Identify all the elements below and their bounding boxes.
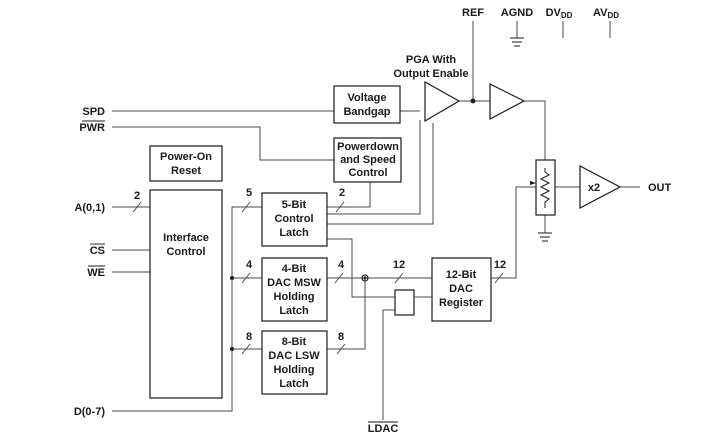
lsw-latch-label-2: DAC LSW — [268, 350, 320, 362]
powerdown-label-2: and Speed — [340, 154, 396, 166]
lsw-latch-label-3: Holding — [274, 364, 315, 376]
x2-amplifier-label: x2 — [588, 182, 600, 194]
lsw-latch-label-1: 8-Bit — [282, 336, 307, 348]
pin-ldac: LDAC — [368, 423, 399, 435]
bus-width-to-control: 5 — [246, 187, 252, 199]
lsw-latch-label-4: Latch — [279, 378, 309, 390]
bus-width-to-msw: 4 — [246, 259, 253, 271]
ldac-wire — [382, 309, 395, 420]
dac-register-label-3: Register — [439, 297, 484, 309]
a01-bus-slash — [132, 201, 142, 213]
ldac-latch-block — [394, 289, 415, 316]
lsw-out-bus — [327, 278, 366, 350]
buffer-out — [524, 100, 546, 160]
dac-register-block — [431, 257, 492, 322]
pin-d07: D(0-7) — [74, 406, 106, 418]
bus-width-dac-in: 12 — [393, 259, 405, 271]
msw-latch-label-1: 4-Bit — [282, 263, 307, 275]
bus-width-lsw-out: 8 — [338, 331, 344, 343]
bus-width-a01: 2 — [134, 190, 140, 202]
pin-dvdd: DVDD — [546, 7, 573, 20]
ground-icon — [510, 37, 524, 47]
pin-avdd: AVDD — [593, 7, 619, 20]
powerdown-label-3: Control — [348, 167, 387, 179]
msw-latch-block — [261, 257, 328, 322]
power-on-reset-label-1: Power-On — [160, 151, 212, 163]
lsw-latch-block — [261, 330, 328, 395]
pin-out: OUT — [648, 182, 672, 194]
bus-width-control-out: 2 — [339, 187, 345, 199]
control-latch-label-3: Latch — [279, 227, 309, 239]
voltage-bandgap-block — [333, 85, 401, 124]
dac-register-label-1: 12-Bit — [446, 269, 477, 281]
msw-latch-label-3: Holding — [274, 291, 315, 303]
power-on-reset-label-2: Reset — [171, 165, 201, 177]
pin-agnd: AGND — [501, 7, 533, 19]
control-to-dac — [327, 238, 395, 298]
data-bus — [112, 206, 262, 412]
resistor-icon — [539, 168, 551, 208]
bus-width-to-lsw: 8 — [246, 331, 252, 343]
interface-control-label-1: Interface — [163, 232, 209, 244]
pga-amplifier-icon — [424, 80, 461, 123]
resistor-string-block — [535, 159, 556, 216]
dac-register-label-2: DAC — [449, 283, 473, 295]
x2-amplifier-icon — [579, 165, 622, 209]
control-to-pga2 — [327, 123, 434, 225]
voltage-bandgap-label-2: Bandgap — [343, 106, 390, 118]
control-latch-block — [261, 192, 328, 247]
powerdown-block — [333, 137, 402, 183]
pin-cs: CS — [90, 245, 105, 257]
control-latch-label-2: Control — [274, 213, 313, 225]
pga-label-1: PGA With — [406, 54, 456, 66]
control-to-pga — [327, 120, 421, 215]
powerdown-label-1: Powerdown — [337, 141, 399, 153]
pin-ref: REF — [462, 7, 484, 19]
msw-latch-label-2: DAC MSW — [267, 277, 321, 289]
bus-width-msw-out: 4 — [338, 259, 345, 271]
msw-latch-label-4: Latch — [279, 305, 309, 317]
pin-pwr: PWR — [79, 122, 105, 134]
voltage-bandgap-label-1: Voltage — [348, 92, 387, 104]
control-to-powerdown — [327, 182, 371, 208]
bus-width-dac-out: 12 — [494, 259, 506, 271]
pin-we: WE — [87, 267, 105, 279]
interface-control-label-2: Control — [166, 246, 205, 258]
control-latch-label-1: 5-Bit — [282, 199, 307, 211]
pwr-wire — [112, 126, 334, 161]
pin-spd: SPD — [82, 106, 105, 118]
dac-out-bus — [491, 186, 536, 279]
pga-label-2: Output Enable — [393, 68, 468, 80]
power-on-reset-block — [149, 145, 223, 182]
interface-control-block — [149, 189, 223, 399]
buffer-amplifier-icon — [489, 83, 526, 120]
pin-a01: A(0,1) — [74, 202, 105, 214]
